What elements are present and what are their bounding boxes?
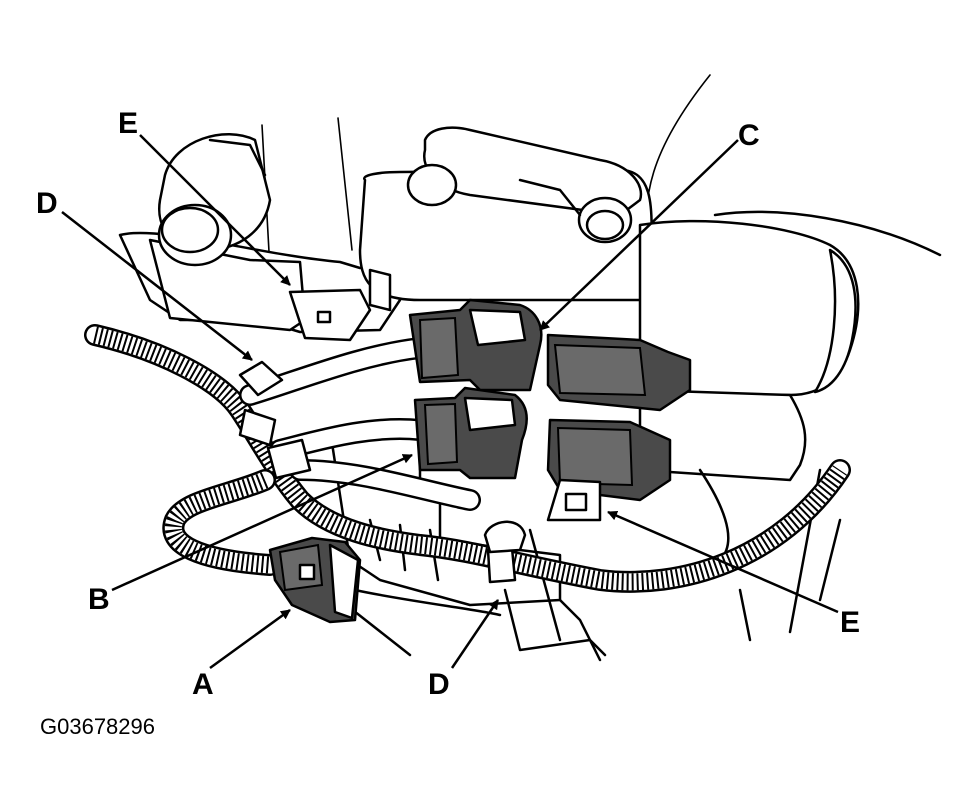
connector-c [408,298,543,392]
label-a: A [192,668,214,701]
leader-c [539,139,739,331]
leader-d-left [61,211,253,361]
label-b: B [88,583,110,616]
engine-structure [118,74,942,662]
label-e-top: E [118,107,138,140]
bracket-e-top [288,268,392,342]
label-d-left: D [36,187,58,220]
connector-b [413,386,528,480]
leader-e-right [607,510,839,614]
label-c: C [738,119,760,152]
leader-e-top [139,134,291,286]
label-e-right: E [840,606,860,639]
connector-a [268,536,362,624]
wire-harness [84,324,851,593]
solenoid-connector-right-lower [546,418,672,522]
figure-code: G03678296 [40,714,155,739]
leader-lines [61,134,839,670]
solenoid-connector-right-upper [546,333,692,412]
leader-a [209,608,291,670]
leader-b [111,453,413,592]
leader-d-bottom [450,599,500,669]
label-d-bottom: D [428,668,450,701]
